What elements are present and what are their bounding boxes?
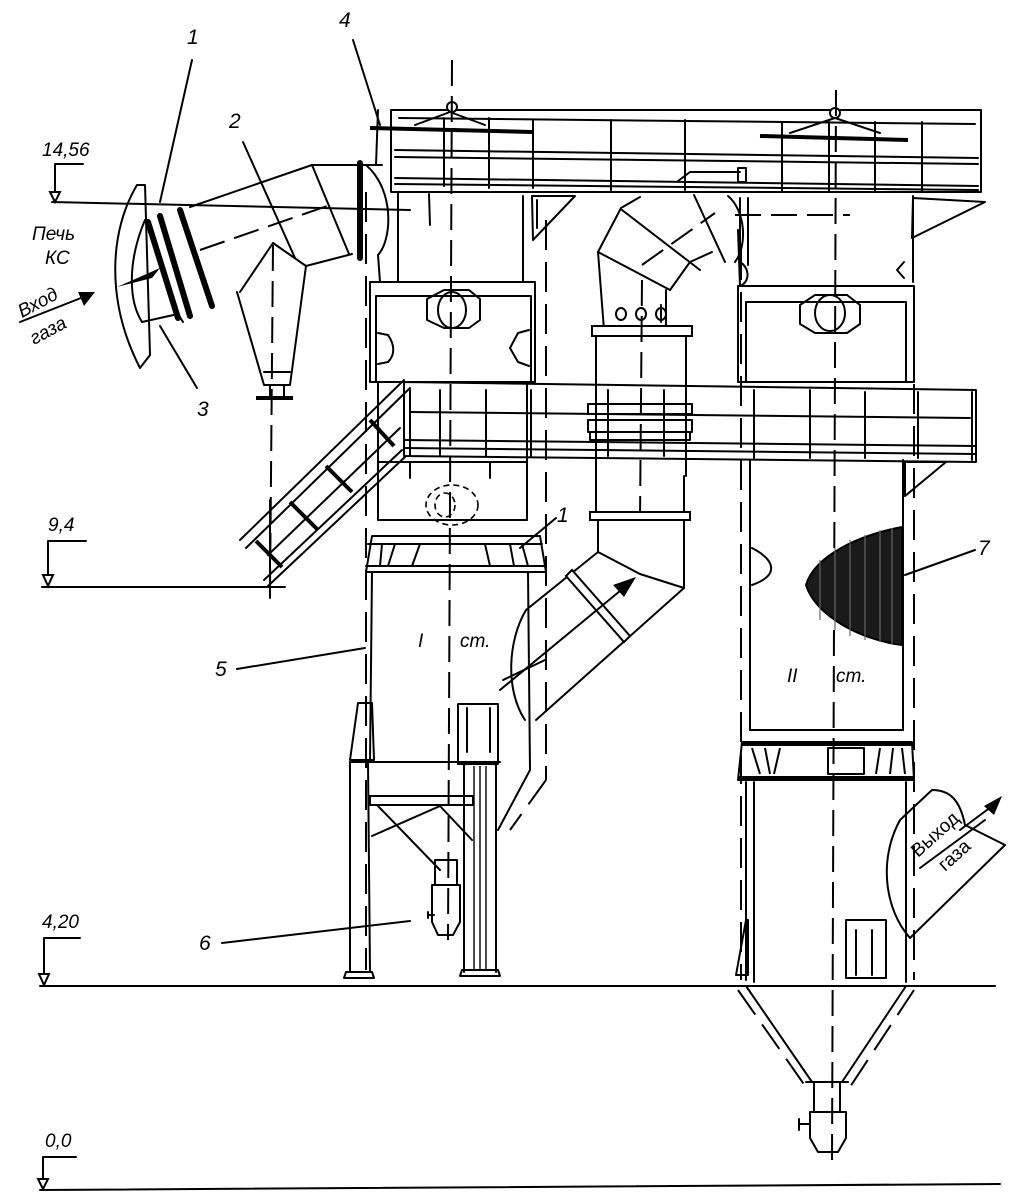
level-line-1456: [51, 201, 411, 211]
callout-5: 5: [215, 658, 227, 681]
interstage-gas-duct: [499, 194, 850, 721]
gas-inlet-duct: [19, 109, 390, 369]
gas-flow-arrow-icon: [613, 577, 636, 597]
callout-7: 7: [978, 537, 991, 560]
callout-1-support: 1: [557, 504, 569, 527]
furnace-label-line2: КС: [45, 248, 70, 269]
stage-1-precipitator: [365, 59, 547, 970]
stage-1-abbr: ст.: [460, 631, 490, 652]
callout-leaders: [159, 39, 976, 944]
callout-2: 2: [228, 110, 241, 133]
electrode-bundle: [804, 525, 903, 647]
gas-outlet-duct: [885, 789, 1006, 939]
furnace-label-line1: Печь: [32, 224, 75, 245]
level-line-0: [39, 1183, 1001, 1191]
level-label-1456: 14,56: [42, 140, 90, 161]
stage-2-abbr: ст.: [836, 666, 866, 687]
gas-inlet-label-line2: газа: [26, 313, 70, 350]
level-marker-94: 9,4: [41, 515, 87, 589]
inlet-cyclone-hopper: [236, 244, 307, 591]
level-label-00: 0,0: [45, 1131, 72, 1152]
level-label-94: 9,4: [48, 515, 74, 536]
stage-2-precipitator: [735, 89, 915, 1161]
level-marker-420: 4,20: [37, 912, 81, 988]
level-marker-1456: 14,56: [42, 140, 90, 205]
stairs: [239, 379, 411, 599]
callout-1-inlet-flange: 1: [187, 26, 199, 49]
gas-inlet-arrow-icon: [78, 292, 95, 306]
top-platform: [369, 101, 986, 241]
level-marker-00: 0,0: [36, 1131, 77, 1192]
callout-3: 3: [197, 398, 209, 421]
level-label-420: 4,20: [42, 912, 79, 933]
callout-6: 6: [199, 932, 211, 955]
stage-1-number: I: [418, 631, 424, 652]
callout-4: 4: [339, 9, 351, 32]
stage-2-number: II: [787, 666, 798, 687]
stage-1-support-frame: [343, 702, 501, 979]
middle-platform: [403, 381, 977, 497]
